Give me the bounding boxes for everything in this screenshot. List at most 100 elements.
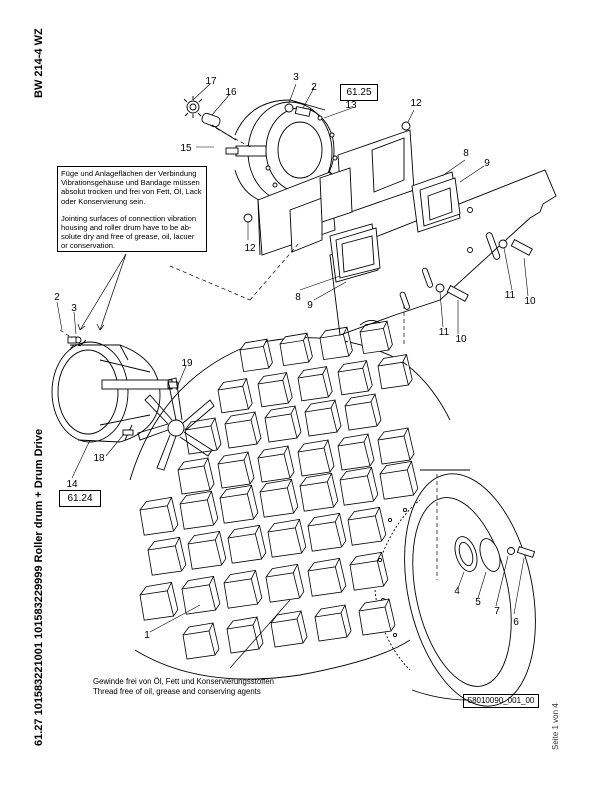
- pad-foot: [226, 616, 264, 654]
- bolt-12-left: [243, 213, 253, 223]
- pad-foot: [319, 326, 353, 361]
- part-label-11-right: 11: [505, 290, 516, 301]
- pad-foot: [307, 512, 347, 552]
- pad-foot: [297, 439, 335, 477]
- pad-foot: [265, 563, 305, 603]
- buffer-pads: [329, 171, 461, 283]
- part-label-6: 6: [513, 617, 519, 628]
- pad-foot: [217, 378, 253, 414]
- part-label-10-left: 10: [455, 334, 467, 345]
- drum-drive-vane: [137, 377, 215, 471]
- bolt-12-right: [401, 121, 411, 131]
- pad-foot: [223, 569, 263, 609]
- pad-foot: [239, 338, 273, 373]
- part-label-17: 17: [205, 76, 217, 87]
- pad-foot: [139, 496, 179, 536]
- part-label-2-top: 2: [311, 82, 317, 93]
- pad-foot: [304, 399, 342, 437]
- pad-foot: [187, 530, 227, 570]
- pad-foot: [379, 460, 419, 500]
- note-de-line-4: oder Konservierung sein.: [61, 196, 146, 206]
- note-en-line-1: Jointing surfaces of connection vibratio…: [61, 213, 197, 223]
- page-indicator: Seite 1 von 4: [551, 703, 560, 750]
- pad-foot: [299, 472, 339, 512]
- vibration-housing: [51, 336, 179, 443]
- drawing-id: 58010090_001_00: [463, 694, 539, 708]
- pad-foot: [259, 478, 299, 518]
- note-en-line-2: housing and roller drum have to be ab-: [61, 223, 192, 233]
- pad-foot: [227, 524, 267, 564]
- dowel-pin: [122, 429, 134, 436]
- part-label-16: 16: [225, 87, 237, 98]
- note-de-line-1: Füge und Anlageflächen der Verbindung: [61, 169, 197, 178]
- drive-gear: [183, 96, 237, 141]
- pad-foot: [339, 466, 379, 506]
- cover-plate: [454, 536, 536, 572]
- pad-foot: [358, 598, 396, 636]
- part-label-12-right: 12: [410, 98, 422, 109]
- part-label-19: 19: [181, 358, 193, 369]
- pad-foot-array: [139, 320, 419, 660]
- thread-note-de: Gewinde frei von Öl, Fett und Konservier…: [93, 677, 275, 686]
- pad-foot: [337, 433, 375, 471]
- pad-foot: [217, 451, 255, 489]
- pad-foot: [377, 354, 413, 390]
- part-label-8-left: 8: [295, 292, 301, 303]
- assembly-note-box: Füge und Anlageflächen der Verbindung Vi…: [57, 166, 207, 252]
- reference-61-24[interactable]: 61.24: [59, 490, 101, 507]
- part-label-9-left: 9: [307, 300, 313, 311]
- pad-foot: [347, 506, 387, 546]
- pad-foot: [337, 360, 373, 396]
- pad-foot: [257, 372, 293, 408]
- pad-foot: [181, 575, 221, 615]
- pad-foot: [147, 536, 187, 576]
- pad-foot: [182, 622, 220, 660]
- pad-foot: [139, 581, 179, 621]
- bolt-washer-top: [284, 103, 312, 117]
- part-label-9-right: 9: [484, 158, 490, 169]
- pad-foot: [224, 411, 262, 449]
- pad-foot: [257, 445, 295, 483]
- thread-note-en: Thread free of oil, grease and conservin…: [93, 687, 261, 696]
- drive-mounting-plate: [329, 169, 557, 336]
- pad-foot: [279, 332, 313, 367]
- part-label-5: 5: [475, 597, 481, 608]
- part-label-3-left: 3: [71, 303, 77, 314]
- note-en-line-3: solute dry and free of grease, oil, lacu…: [61, 232, 195, 242]
- pad-foot: [307, 557, 347, 597]
- pad-foot: [359, 320, 393, 355]
- pad-foot: [349, 551, 389, 591]
- rubber-buffer-modules: [257, 129, 415, 256]
- pad-foot: [267, 518, 307, 558]
- pad-foot: [179, 490, 219, 530]
- part-label-13: 13: [345, 100, 357, 111]
- part-label-15: 15: [180, 143, 192, 154]
- pad-foot: [377, 427, 415, 465]
- part-label-12-left: 12: [244, 243, 256, 254]
- pad-foot: [344, 393, 382, 431]
- part-label-2-left: 2: [54, 292, 60, 303]
- pad-foot: [297, 366, 333, 402]
- part-label-8-right: 8: [463, 148, 469, 159]
- part-label-1: 1: [144, 630, 150, 641]
- part-label-18: 18: [93, 453, 105, 464]
- note-de-line-3: absolut trocken und frei von Fett, Öl, L…: [61, 187, 202, 197]
- pad-foot: [177, 457, 215, 495]
- part-label-7: 7: [494, 606, 500, 617]
- reference-61-25[interactable]: 61.25: [340, 84, 378, 101]
- pad-foot: [219, 484, 259, 524]
- pad-foot: [270, 610, 308, 648]
- pad-foot: [184, 417, 222, 455]
- part-label-4: 4: [454, 586, 460, 597]
- part-label-14: 14: [66, 479, 78, 490]
- part-label-10-right: 10: [524, 296, 536, 307]
- part-label-11-left: 11: [439, 327, 450, 338]
- note-de-line-2: Vibrationsgehäuse und Bandage müssen: [61, 178, 200, 188]
- pad-foot: [314, 604, 352, 642]
- bolts-right: [435, 239, 533, 302]
- part-label-3-top: 3: [293, 72, 299, 83]
- note-en-line-4: or conservation.: [61, 241, 116, 251]
- pad-foot: [264, 405, 302, 443]
